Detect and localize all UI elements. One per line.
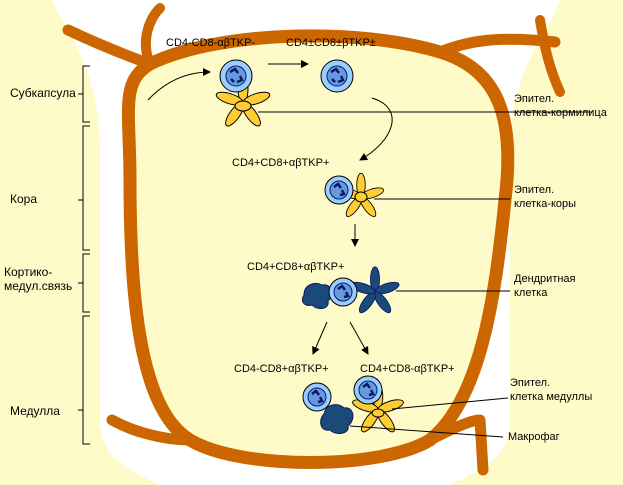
medullary-epithelial-cell [350,382,406,435]
nurse-epithelial-cell [214,74,272,130]
phenotype-dp-cmj: CD4+CD8+αβTKP+ [247,261,345,273]
macrophage [320,404,354,434]
zone-label-medulla: Медулла [10,404,60,418]
arrow-entry [147,68,211,101]
thymocyte-dp-cortex [324,175,354,205]
thymocyte-dn [219,59,253,93]
arrow-to-sp8 [312,321,328,355]
arrow-to-cortex [359,97,393,161]
cortical-epithelial-cell [336,172,386,220]
label-nurse-cell: Эпител. клетка-кормилица [514,93,607,119]
leader-medullary [391,397,509,410]
dendritic-cell-left [301,282,332,309]
thymocyte-sp8 [302,382,332,412]
zone-label-cortex: Кора [10,192,38,206]
leader-macrophage [349,425,504,438]
zone-label-cmj: Кортико- медул.связь [4,265,73,293]
zone-brackets [78,65,90,445]
thymocyte-dp-low [320,59,354,93]
phenotype-sp8: CD4-CD8+αβTKP+ [234,363,329,375]
phenotype-dp-cortex: CD4+CD8+αβTKP+ [232,157,330,169]
arrows [147,60,393,355]
arrow-to-sp4 [349,321,369,355]
phenotype-dn: CD4-CD8-αβTKP- [166,37,256,49]
zone-label-subcapsula: Субкапсула [10,86,76,100]
phenotype-sp4: CD4+CD8-αβTKP+ [360,363,455,375]
capsule [62,3,565,476]
thymocyte-dp-cmj [328,277,358,307]
label-medullary-cell: Эпител. клетка медуллы [510,377,593,403]
phenotype-dp-low: CD4±CD8±βTKP± [286,37,376,49]
label-cortical-cell: Эпител. клетка-коры [514,184,577,210]
thymocyte-sp4 [353,375,383,405]
leader-lines [258,111,592,438]
label-dendritic-cell: Дендритная клетка [514,273,576,299]
label-macrophage: Макрофаг [508,431,560,443]
